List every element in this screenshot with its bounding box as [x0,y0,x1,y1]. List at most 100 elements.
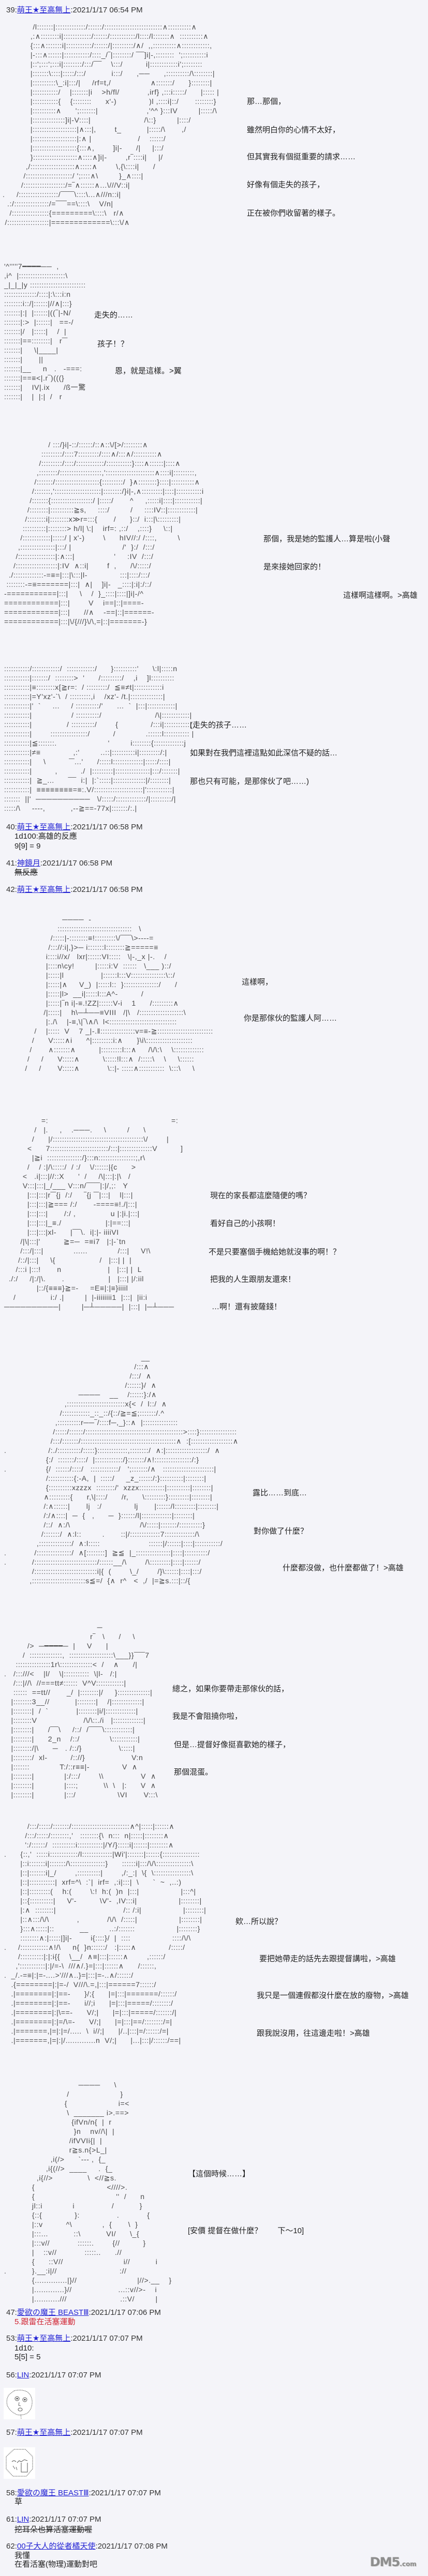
dialogue-line: 但是…提督好像挺喜歡她的樣子， [174,1740,291,1749]
post-header-61: 61:LIN:2021/1/17 07:07 PM [6,2515,101,2524]
post-body-strikethrough: 挖耳朵也算活塞運動喔 [14,2525,93,2534]
surprised-face-image [4,2388,35,2419]
dialogue-line: 總之，如果你要帶走那傢伙的話， [172,1685,289,1693]
dialogue-line: 這樣啊這樣啊。>高雄 [343,591,418,600]
watermark-suffix: .com [400,2560,417,2568]
author-link[interactable]: 萌王★至高無上 [17,2334,71,2343]
post-number: 61: [6,2515,17,2524]
ascii-art-scene-10: ──── \ / } { i=< \ _______ i>.==> {ifVn/… [4,2081,172,2303]
ascii-art-scene-9: /:::/:::::/:::::::/:::::::::::::::::::::… [4,1822,206,2044]
post-header-41: 41:神鏡月:2021/1/17 06:58 PM [6,859,112,868]
dialogue-line: 欸…所以說？ [235,1917,283,1926]
post-header-42: 42:萌王★至高無上:2021/1/17 06:58 PM [6,885,143,895]
ascii-art-scene-7: __ /:::∧ /:::/ ∧ /::::::}/ ∧ [4,1353,239,1585]
dialogue-line: 對你做了什麼？ [254,1527,308,1536]
watermark-brand: DM5 [370,2555,401,2569]
post-header-39: 39:萌王★至高無上:2021/1/17 06:54 PM [6,6,143,15]
post-number: 39: [6,6,17,14]
dialogue-line: 現在的家長都這麼隨便的嗎？ [210,1191,312,1200]
dice-roll-label: 1d10: [14,2344,34,2353]
post-number: 42: [6,885,17,894]
dialogue-line: 是來接她回家的！ [263,563,326,571]
post-body-highlighted: 5.跟雷在活塞運動 [14,2317,76,2326]
post-header-53: 53:萌王★至高無上:2021/1/17 07:07 PM [6,2334,143,2343]
post-body: 我懂 [14,2551,31,2560]
post-datetime: :2021/1/17 06:54 PM [70,6,143,14]
dialogue-line: 跟我說沒用，往這邊走啦！>高雄 [257,2029,370,2038]
dialogue-line: 什麼都沒做，也什麼都做了！>高雄 [283,1564,404,1572]
dialogue-line: 不是只要塞個手機給她就沒事的啊！？ [209,1248,341,1256]
author-link[interactable]: 愛欲の魔王 BEASTⅢ [17,2308,89,2317]
dialogue-line: 走失的…… [94,311,134,320]
dialogue-line: 我是不會阻撓你啦， [172,1712,243,1721]
dice-roll-label: 1d100:高雄的反應 [14,832,77,841]
dialogue-line: 把我的人生跟朋友還來！ [210,1275,296,1284]
author-link[interactable]: LIN [17,2371,29,2380]
dialogue-line: 看好自己的小孩啊！ [210,1219,281,1228]
author-link[interactable]: 神鏡月 [17,859,40,868]
dice-roll-result: 5[5] = 5 [14,2353,41,2361]
dialogue-line: 露比……到底… [253,1489,307,1497]
ascii-art-scene-1: /l:::::::|:::::::::::::/::::::/:::::::::… [3,23,219,226]
post-body: 草 [14,2497,23,2506]
dialogue-line: 正在被你們收留著的樣子。 [247,209,341,218]
post-number: 56: [6,2371,17,2380]
dialogue-line: 那也只有可能，是那傢伙了吧……) [190,777,309,786]
dialogue-line: 我只是一個連假都沒什麼在放的廢物，>高雄 [257,1991,409,2000]
post-datetime: :2021/1/17 06:58 PM [70,885,143,894]
dm5-watermark-logo: DM5.com [370,2555,417,2569]
vote-prompt: [安價 提督在做什麼？ 下～10] [188,2226,304,2235]
post-header-47: 47:愛欲の魔王 BEASTⅢ:2021/1/17 07:06 PM [6,2308,161,2317]
post-header-56: 56:LIN:2021/1/17 07:07 PM [6,2371,101,2380]
post-header-62: 62:00子大人的從者橘天使:2021/1/17 07:08 PM [6,2542,168,2551]
dialogue-line: 你是那傢伙的監護人阿…… [244,1014,337,1023]
post-datetime: :2021/1/17 07:07 PM [29,2371,101,2380]
post-datetime: :2021/1/17 07:07 PM [70,2428,143,2437]
dialogue-line: (走失的孩子…… [190,721,247,730]
post-number: 62: [6,2542,17,2551]
narration-line: 【這個時候……】 [188,2170,250,2178]
ascii-art-scene-3: / :::/}i|-::/::::::/::∧::\/[>/::::::::∧ … [4,441,204,626]
dialogue-line: 那個，我是她的監護人…算是啦(小聲 [263,535,390,543]
post-datetime: :2021/1/17 06:58 PM [40,859,113,868]
post-datetime: :2021/1/17 07:08 PM [95,2542,168,2551]
facepalm-face-icon [6,2449,33,2477]
dialogue-line: 但其實我有個挺重要的請求…… [247,153,356,161]
post-datetime: :2021/1/17 07:07 PM [88,2489,161,2497]
post-datetime: :2021/1/17 07:06 PM [88,2308,161,2317]
author-link[interactable]: 00子大人的從者橘天使 [17,2542,96,2551]
post-datetime: :2021/1/17 07:07 PM [29,2515,101,2524]
author-link[interactable]: 萌王★至高無上 [17,6,71,14]
post-number: 47: [6,2308,17,2317]
author-link[interactable]: LIN [17,2515,29,2524]
post-header-58: 58:愛欲の魔王 BEASTⅢ:2021/1/17 07:07 PM [6,2489,161,2498]
facepalm-face-image [4,2447,35,2479]
author-link[interactable]: 愛欲の魔王 BEASTⅢ [17,2489,89,2497]
post-number: 41: [6,859,17,868]
ascii-art-scene-5: ──── - :::::::::::::::::::::::::::::::: … [25,915,213,1072]
dialogue-line: 這樣啊， [242,978,273,987]
dialogue-line: …啊！還有披薩錢！ [212,1302,282,1311]
post-number: 53: [6,2334,17,2343]
ascii-art-scene-4: :::::::::::/::::::::::::/ ::::::::::::/ … [4,664,194,812]
post-body-strikethrough: 無反應 [14,868,38,877]
post-body: 在看活塞(物理)運動對吧 [14,2560,97,2569]
post-datetime: :2021/1/17 06:58 PM [70,823,143,831]
post-number: 58: [6,2489,17,2497]
dialogue-line: 那個混蛋。 [174,1768,213,1777]
author-link[interactable]: 萌王★至高無上 [17,885,71,894]
author-link[interactable]: 萌王★至高無上 [17,2428,71,2437]
dialogue-line: 雖然明白你的心情不太好， [247,126,341,134]
author-link[interactable]: 萌王★至高無上 [17,823,71,831]
dialogue-line: 那…那個， [247,97,286,106]
dialogue-line: 恩，就是這樣。>翼 [115,367,182,375]
dialogue-line: 孩子！？ [97,340,129,348]
surprised-face-icon [6,2389,33,2419]
dice-roll-result: 9[9] = 9 [14,842,41,851]
dialogue-line: 如果對在我們這裡這點如此深信不疑的話… [190,749,338,757]
dialogue-line: 好像有個走失的孩子， [247,180,325,189]
post-datetime: :2021/1/17 07:07 PM [70,2334,143,2343]
post-number: 57: [6,2428,17,2437]
ascii-art-scene-8: ─ r‾ \ / \ /> ─━━━━─ | V | / :::::::::::… [4,1623,158,1799]
